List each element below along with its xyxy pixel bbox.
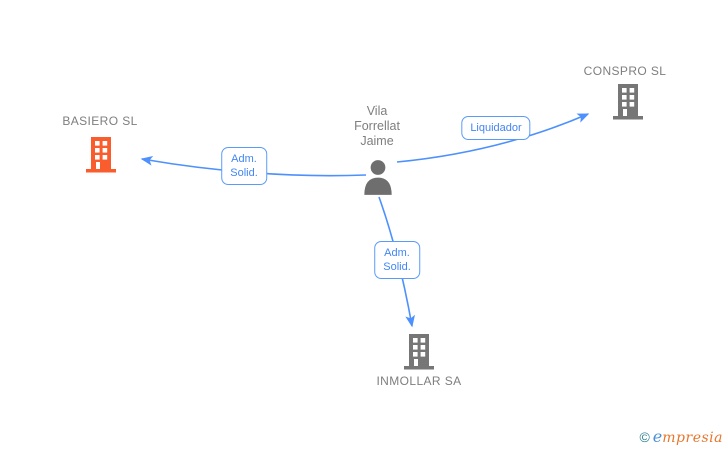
person-name: Vila Forrellat Jaime <box>297 104 457 149</box>
company-label-inmollar[interactable]: INMOLLAR SA <box>376 374 462 388</box>
edge-person-to-conspro <box>396 113 590 163</box>
company-label-basiero[interactable]: BASIERO SL <box>62 114 138 128</box>
brand-logo-text: empresia <box>653 427 723 446</box>
edge-label-adm-solid-basiero[interactable]: Adm. Solid. <box>221 147 267 185</box>
person-name-line3: Jaime <box>360 134 394 148</box>
edge-label-line1: Liquidador <box>470 122 522 134</box>
building-icon-inmollar[interactable] <box>402 333 436 370</box>
building-icon-conspro[interactable] <box>611 83 645 120</box>
person-name-line2: Forrellat <box>354 119 400 133</box>
edge-label-line2: Solid. <box>230 167 258 179</box>
edge-label-line1: Adm. <box>231 153 257 165</box>
person-icon[interactable] <box>359 158 397 196</box>
brand-first-letter: e <box>652 427 663 446</box>
person-name-line1: Vila <box>366 104 388 118</box>
empresia-watermark: © empresia <box>639 427 723 446</box>
copyright-icon: © <box>639 429 650 445</box>
edge-label-adm-solid-inmollar[interactable]: Adm. Solid. <box>374 241 420 279</box>
edge-label-line2: Solid. <box>383 261 411 273</box>
company-label-conspro[interactable]: CONSPRO SL <box>583 64 667 78</box>
building-icon-basiero[interactable] <box>84 136 118 173</box>
edge-label-line1: Adm. <box>384 247 410 259</box>
brand-rest: mpresia <box>662 430 723 446</box>
edge-label-liquidador-conspro[interactable]: Liquidador <box>461 116 531 140</box>
